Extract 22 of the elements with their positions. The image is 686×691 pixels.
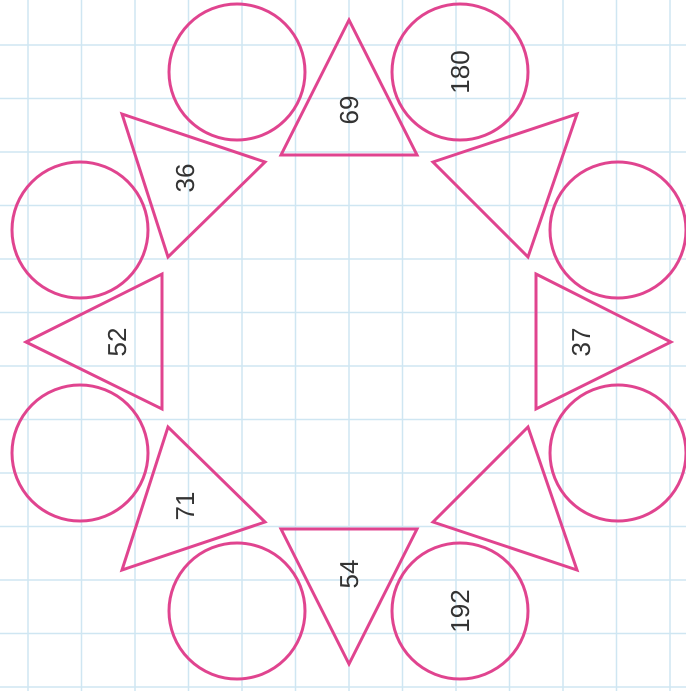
triangle-shape <box>430 424 580 573</box>
triangle-shape <box>533 271 674 412</box>
number-label: 69 <box>336 96 362 124</box>
number-label: 36 <box>172 163 198 192</box>
number-label: 192 <box>447 589 473 633</box>
number-label: 71 <box>172 492 198 521</box>
triangle-shape <box>278 526 420 667</box>
number-label: 180 <box>447 50 473 94</box>
circle-shape <box>167 541 307 681</box>
triangle-shape <box>23 271 165 412</box>
circle-shape <box>10 160 150 300</box>
number-label: 52 <box>104 327 130 356</box>
number-label: 54 <box>336 560 362 588</box>
triangle-shape <box>119 424 268 573</box>
circle-shape <box>10 383 150 523</box>
triangle-shape <box>430 111 580 260</box>
number-label: 37 <box>568 327 594 356</box>
triangle-shape <box>119 111 268 260</box>
circle-shape <box>167 2 307 142</box>
circle-shape <box>390 541 530 681</box>
triangle-shape <box>278 17 420 158</box>
circle-shape <box>390 2 530 142</box>
